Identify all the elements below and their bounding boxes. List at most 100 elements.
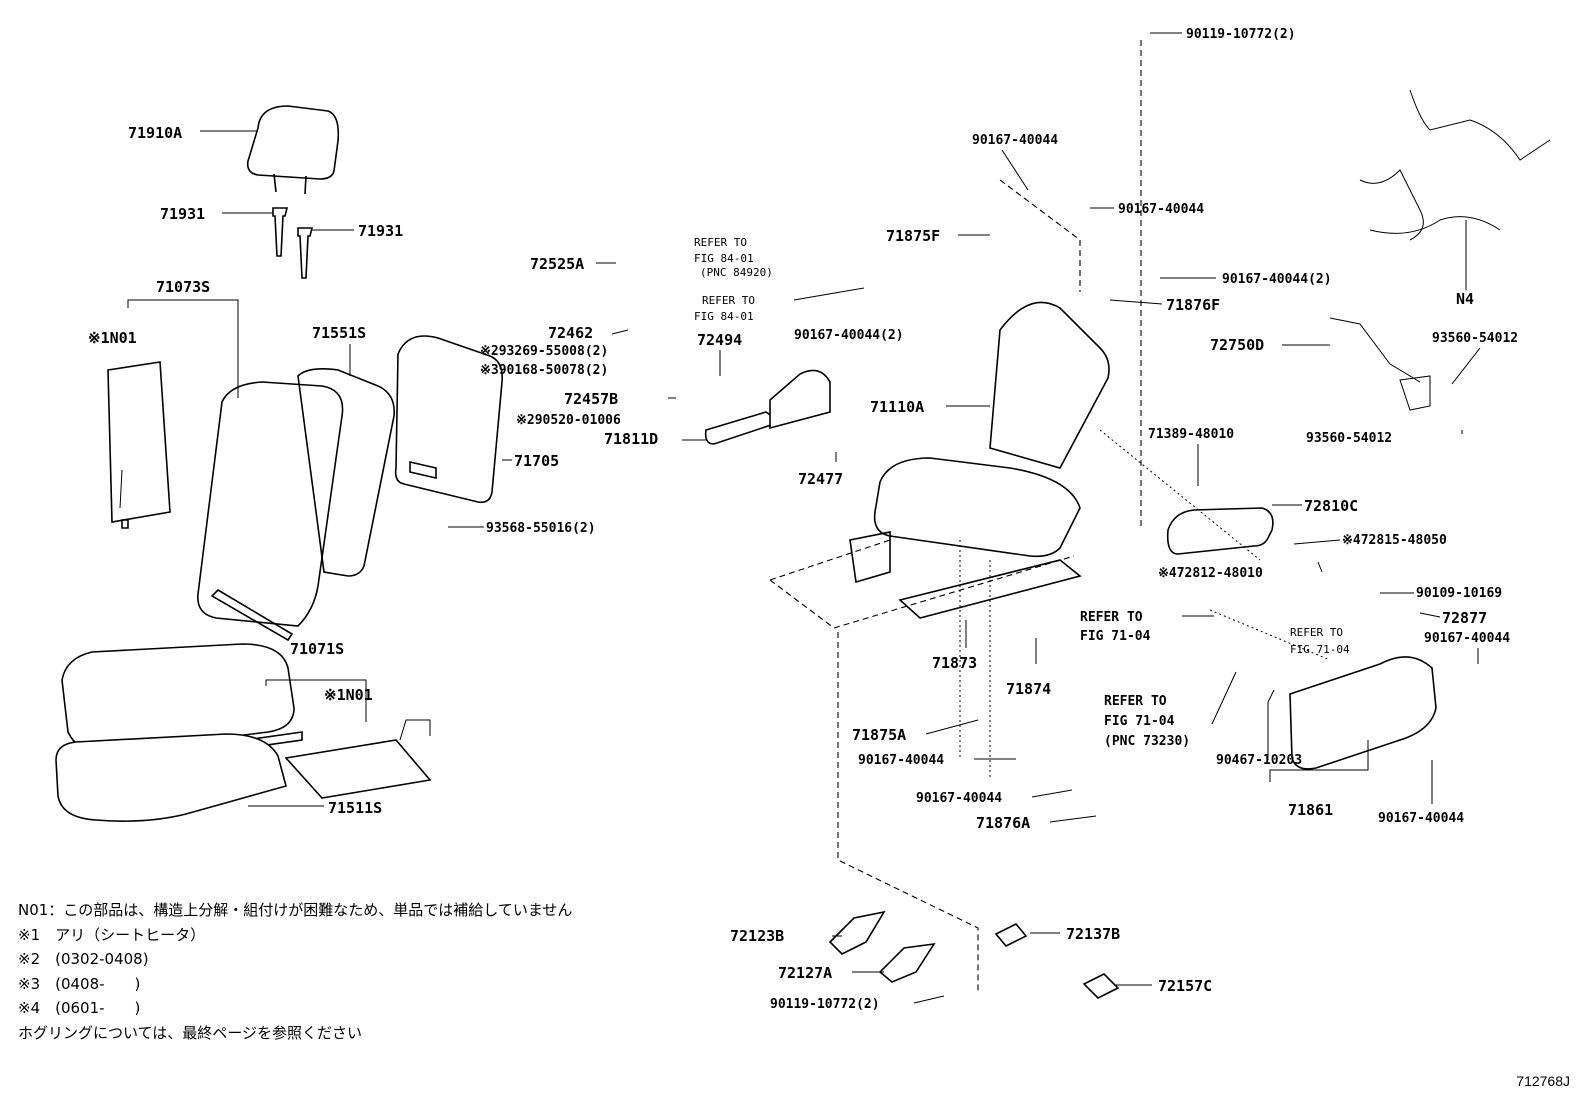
label-71876A: 71876A (976, 814, 1030, 832)
label-93568-55016: 93568-55016(2) (486, 521, 596, 536)
refer-71-04-pnc: REFER TO (1104, 694, 1167, 709)
label-71389-48010: 71389-48010 (1148, 427, 1234, 442)
label-93560-54012-a: 93560-54012 (1432, 331, 1518, 346)
label-90520-01006: ※290520-01006 (516, 413, 621, 428)
label-71931-left: 71931 (160, 205, 205, 223)
label-72750D: 72750D (1210, 336, 1264, 354)
refer-71-04-pnc-num: (PNC 73230) (1104, 734, 1190, 749)
label-71071S: 71071S (290, 640, 344, 658)
note-1: ※1 アリ（シートヒータ） (18, 925, 206, 944)
label-71811D: 71811D (604, 430, 658, 448)
label-71875A: 71875A (852, 726, 906, 744)
note-n01: N01：この部品は、構造上分解・組付けが困難なため、単品では補給していません (18, 901, 573, 919)
refer-71-04-b: REFER TO (1290, 626, 1343, 639)
refer-71-04-b-fig: FIG 71-04 (1290, 643, 1350, 656)
back-pad-shape (297, 368, 395, 577)
wire-shape (1329, 317, 1431, 411)
refer-84-01: REFER TO (702, 294, 755, 307)
armrest-shape (1166, 507, 1274, 555)
footnotes: N01：この部品は、構造上分解・組付けが困難なため、単品では補給していません ※… (18, 898, 572, 1045)
label-n01-back: ※1N01 (88, 329, 137, 347)
label-90167-40044-2-a: 90167-40044(2) (794, 328, 904, 343)
label-71874: 71874 (1006, 680, 1051, 698)
note-hog-ring: ホグリングについては、最終ページを参照ください (18, 1023, 362, 1042)
support-right-shape (297, 227, 314, 279)
label-71931-right: 71931 (358, 222, 403, 240)
cover-72157C-shape (1082, 973, 1120, 999)
cover-72137B-shape (994, 923, 1028, 947)
label-71110A: 71110A (870, 398, 924, 416)
label-90167-40044-top: 90167-40044 (972, 133, 1058, 148)
label-71861: 71861 (1288, 801, 1333, 819)
label-90167-40044-b: 90167-40044 (1118, 202, 1204, 217)
label-90119-10772-top: 90119-10772(2) (1186, 27, 1296, 42)
heater-mat-cushion-shape (284, 739, 432, 799)
label-71705: 71705 (514, 452, 559, 470)
label-71910A: 71910A (128, 124, 182, 142)
cover-72127A-shape (878, 942, 936, 983)
refer-71-04-pnc-fig: FIG 71-04 (1104, 714, 1175, 729)
label-90167-40044-c: 90167-40044 (1424, 631, 1510, 646)
back-panel-shape (394, 335, 504, 504)
cover-72123B-shape (828, 910, 886, 955)
label-72457B: 72457B (564, 390, 618, 408)
refer-84-01-pnc-fig: FIG 84-01 (694, 252, 754, 265)
label-72477: 72477 (798, 470, 843, 488)
seat-frame-shape (989, 301, 1110, 469)
refer-84-01-pnc: REFER TO (694, 236, 747, 249)
label-72812-48010: ※472812-48010 (1158, 566, 1263, 581)
label-90167-40044-2-b: 90167-40044(2) (1222, 272, 1332, 287)
part-labels: 71910A 71931 71931 71073S ※1N01 71551S 7… (88, 27, 1518, 1012)
bracket-shape (769, 369, 831, 430)
label-90167-40044-e: 90167-40044 (916, 791, 1002, 806)
refer-labels: REFER TO FIG 84-01 (PNC 84920) REFER TO … (694, 236, 1350, 749)
label-N4: N4 (1456, 290, 1474, 308)
label-90109-10169: 90109-10169 (1416, 586, 1502, 601)
label-72137B: 72137B (1066, 925, 1120, 943)
label-90167-40044-f: 90167-40044 (1378, 811, 1464, 826)
label-90119-10772-bottom: 90119-10772(2) (770, 997, 880, 1012)
label-72494: 72494 (697, 331, 742, 349)
leader-lines (127, 32, 1481, 1004)
label-71875F: 71875F (886, 227, 940, 245)
refer-84-01-pnc-num: (PNC 84920) (700, 266, 773, 279)
refer-71-04-a-fig: FIG 71-04 (1080, 629, 1151, 644)
label-72877: 72877 (1442, 609, 1487, 627)
headrest-shape (246, 105, 340, 180)
label-93269-55008: ※293269-55008(2) (480, 344, 608, 359)
label-72815-48050: ※472815-48050 (1342, 533, 1447, 548)
heater-mat-back-shape (107, 361, 171, 523)
label-72127A: 72127A (778, 964, 832, 982)
note-3: ※3 (0408- ) (18, 974, 141, 993)
label-72123B: 72123B (730, 927, 784, 945)
label-71876F: 71876F (1166, 296, 1220, 314)
lever-shape (704, 411, 782, 445)
track-outline (769, 539, 1075, 629)
label-71873: 71873 (932, 654, 977, 672)
refer-71-04-a: REFER TO (1080, 610, 1143, 625)
note-2: ※2 (0302-0408) (18, 950, 149, 968)
label-93560-54012-b: 93560-54012 (1306, 431, 1392, 446)
harness-shape (1359, 89, 1551, 241)
label-71551S: 71551S (312, 324, 366, 342)
refer-84-01-fig: FIG 84-01 (694, 310, 754, 323)
label-90167-40044-d: 90167-40044 (858, 753, 944, 768)
dashed-guides (837, 40, 1142, 994)
back-cover-shape (197, 381, 344, 627)
label-n01-cushion: ※1N01 (324, 686, 373, 704)
label-90467-10203: 90467-10203 (1216, 753, 1302, 768)
label-72810C: 72810C (1304, 497, 1358, 515)
side-shield-shape (1289, 656, 1437, 770)
part-drawings (55, 40, 1551, 999)
label-72462: 72462 (548, 324, 593, 342)
support-left-shape (272, 207, 289, 257)
cushion-pad-shape (55, 733, 287, 822)
label-72525A: 72525A (530, 255, 584, 273)
label-71511S: 71511S (328, 799, 382, 817)
note-4: ※4 (0601- ) (18, 999, 141, 1017)
label-71073S: 71073S (156, 278, 210, 296)
label-90168-50078: ※390168-50078(2) (480, 363, 608, 378)
figure-code: 712768J (1516, 1073, 1570, 1089)
label-72157C: 72157C (1158, 977, 1212, 995)
